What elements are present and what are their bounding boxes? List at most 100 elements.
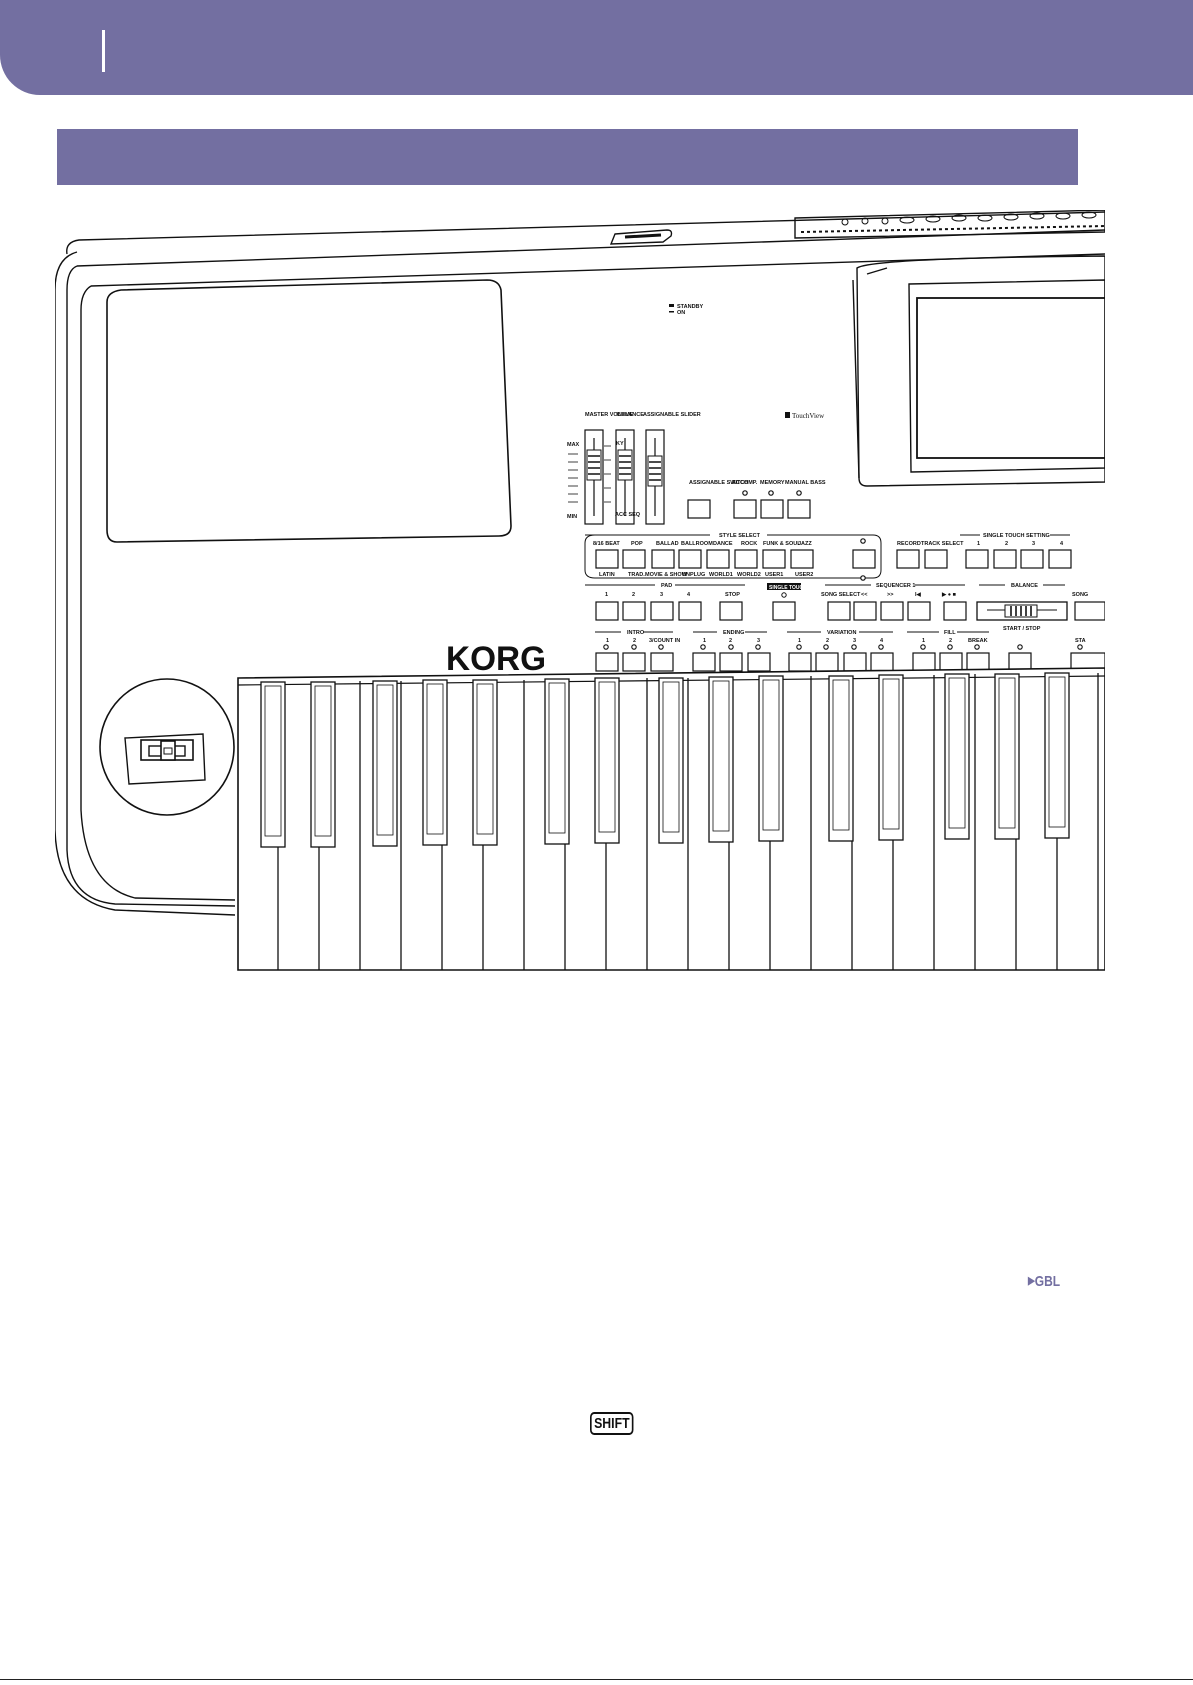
balance-crossfader[interactable] [1004, 604, 1038, 618]
assignable-slider-label: ASSIGNABLE SLIDER [643, 412, 701, 418]
style-label-latin: LATIN [599, 572, 615, 578]
intro-title: INTRO [627, 630, 645, 636]
song-cut-label: SONG [1072, 592, 1088, 598]
rew-label: << [861, 592, 867, 598]
record-label: RECORD [897, 541, 921, 547]
pad-stop-button[interactable] [719, 601, 743, 621]
standby-label: STANDBY [677, 304, 704, 310]
variation-2-label: 2 [826, 638, 829, 644]
variation-1-button[interactable] [788, 652, 812, 672]
pad-4-label: 4 [687, 592, 691, 598]
style-label-unplug: UNPLUG [682, 572, 705, 578]
sts-2-label: 2 [1005, 541, 1008, 547]
fill-2-button[interactable] [939, 652, 963, 672]
variation-4-button[interactable] [870, 652, 894, 672]
sts-3-label: 3 [1032, 541, 1035, 547]
sequencer-title: SEQUENCER 1 [876, 583, 915, 589]
variation-3-button[interactable] [843, 652, 867, 672]
accomp-label: ACCOMP. [732, 480, 758, 486]
memory-button[interactable] [760, 499, 784, 519]
style-button-8-16-beat[interactable] [595, 549, 619, 569]
korg-logo: KORG [446, 640, 546, 678]
ending-3-label: 3 [757, 638, 760, 644]
rew-button[interactable] [853, 601, 877, 621]
style-label-user1: USER1 [765, 572, 783, 578]
single-touch-label: SINGLE TOUCH [769, 585, 807, 591]
section-title-bar [57, 129, 1078, 185]
kyb-label: KY [616, 441, 624, 447]
style-button-dance[interactable] [706, 549, 730, 569]
balance-slider-label: BALANCE [617, 412, 644, 418]
style-button-rock[interactable] [734, 549, 758, 569]
play-label: ▶ ● ■ [941, 591, 956, 598]
track-select-button[interactable] [924, 549, 948, 569]
joystick-icon[interactable] [140, 739, 194, 761]
variation-2-button[interactable] [815, 652, 839, 672]
keyboard-keys[interactable] [237, 667, 1105, 971]
accomp-button[interactable] [733, 499, 757, 519]
fill-break-label: BREAK [968, 638, 988, 644]
style-label-jazz: JAZZ [798, 541, 812, 547]
intro-1-button[interactable] [595, 652, 619, 672]
intro-1-label: 1 [606, 638, 609, 644]
balance-title: BALANCE [1011, 583, 1038, 589]
sts-4-button[interactable] [1048, 549, 1072, 569]
style-button-ballad[interactable] [651, 549, 675, 569]
pad-stop-label: STOP [725, 592, 740, 598]
ending-3-button[interactable] [747, 652, 771, 672]
header-divider [102, 30, 105, 72]
on-label: ON [677, 310, 685, 316]
ending-1-label: 1 [703, 638, 706, 644]
pad-1-button[interactable] [595, 601, 619, 621]
intro-3-button[interactable] [650, 652, 674, 672]
manual-bass-button[interactable] [787, 499, 811, 519]
sts-2-button[interactable] [993, 549, 1017, 569]
fill-1-button[interactable] [912, 652, 936, 672]
style-button-jazz[interactable] [790, 549, 814, 569]
memory-label: MEMORY [760, 480, 785, 486]
variation-3-label: 3 [853, 638, 856, 644]
pad-2-label: 2 [632, 592, 635, 598]
style-button-pop[interactable] [622, 549, 646, 569]
song-select-button[interactable] [827, 601, 851, 621]
style-label-dance: DANCE [713, 541, 733, 547]
assignable-slider[interactable] [647, 455, 663, 487]
style-button-funk-soul[interactable] [762, 549, 786, 569]
style-button-extra[interactable] [852, 549, 876, 569]
ff-button[interactable] [880, 601, 904, 621]
style-label-8-16-beat: 8/16 BEAT [593, 541, 620, 547]
fill-1-label: 1 [922, 638, 925, 644]
single-touch-button[interactable] [772, 601, 796, 621]
sts-3-button[interactable] [1020, 549, 1044, 569]
intro-2-button[interactable] [622, 652, 646, 672]
pad-title: PAD [661, 583, 672, 589]
ending-1-button[interactable] [692, 652, 716, 672]
style-label-user2: USER2 [795, 572, 813, 578]
master-volume-slider[interactable] [586, 449, 602, 481]
triangle-right-icon: ▶ [1028, 1275, 1035, 1287]
sts-1-button[interactable] [965, 549, 989, 569]
pad-3-button[interactable] [650, 601, 674, 621]
fill-2-label: 2 [949, 638, 952, 644]
fill-break-button[interactable] [966, 652, 990, 672]
joystick-callout [99, 678, 235, 816]
single-touch-setting-title: SINGLE TOUCH SETTING [983, 533, 1050, 539]
pad-2-button[interactable] [622, 601, 646, 621]
style-button-ballroom[interactable] [678, 549, 702, 569]
pad-1-label: 1 [605, 592, 608, 598]
manual-bass-label: MANUAL BASS [785, 480, 826, 486]
record-button[interactable] [896, 549, 920, 569]
play-stop-button[interactable] [943, 601, 967, 621]
variation-title: VARIATION [827, 630, 856, 636]
style-label-rock: ROCK [741, 541, 757, 547]
intro-3-label: 3/COUNT IN [649, 638, 680, 644]
acc-seq-label: ACC SEQ [615, 512, 641, 518]
balance-slider[interactable] [617, 449, 633, 481]
pad-4-button[interactable] [678, 601, 702, 621]
ending-2-button[interactable] [719, 652, 743, 672]
assignable-switch-button[interactable] [687, 499, 711, 519]
shift-key-icon: SHIFT [590, 1412, 634, 1435]
home-button[interactable] [907, 601, 931, 621]
gbl-text: GBL [1034, 1273, 1061, 1290]
style-label-world1: WORLD1 [709, 572, 733, 578]
